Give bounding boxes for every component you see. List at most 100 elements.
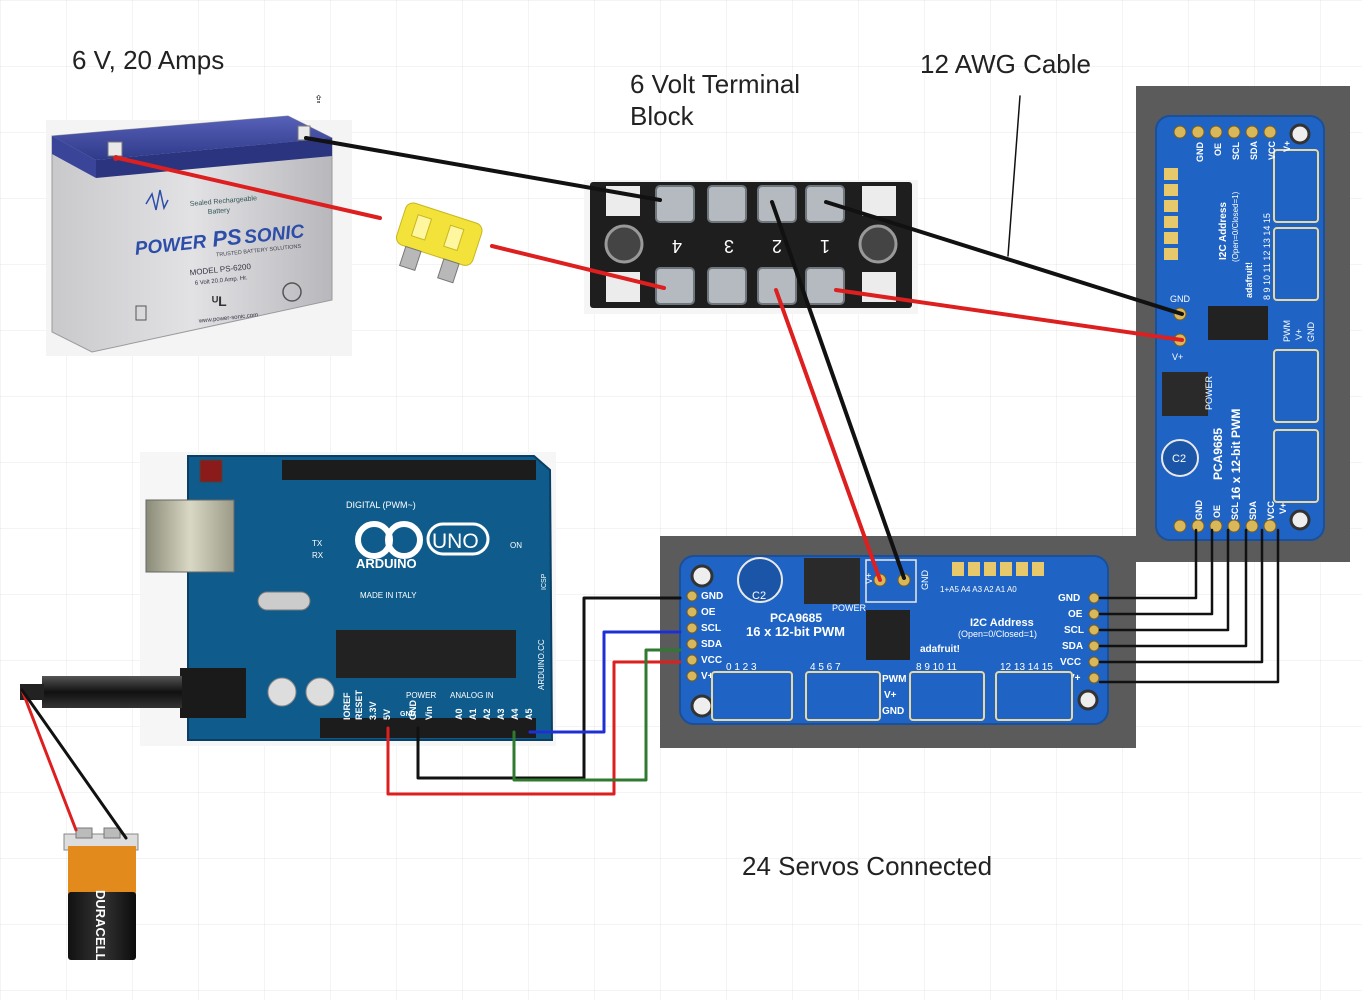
wire-battery-negative: [304, 136, 662, 202]
pwm-right-power-label: POWER: [1204, 375, 1214, 410]
pwm-right-bottom-pin-vcc: VCC: [1266, 500, 1276, 520]
terminal-number-3: 3: [724, 236, 734, 256]
pwm-bottom-row-vplus: V+: [884, 690, 897, 701]
pwm-bottom-bank4: 12 13 14 15: [1000, 662, 1053, 673]
pwm-bottom-bank1: 0 1 2 3: [726, 662, 757, 673]
pwm-bottom-left-pin-vplus: V+: [701, 671, 714, 682]
wire-arduino-sda: [512, 648, 682, 782]
pwm-right-bottom-pin-sda: SDA: [1248, 500, 1258, 520]
arduino-icsp-label: ICSP: [541, 573, 548, 590]
dc-plug: [20, 676, 182, 708]
pwm-right-row-vplus: V+: [1294, 329, 1304, 340]
pwm-bottom-left-pin-sda: SDA: [701, 639, 722, 650]
pwm-bottom-brand: adafruit!: [920, 644, 960, 655]
wire-battery-positive: [116, 156, 382, 220]
battery-word-text: Battery: [208, 207, 231, 216]
battery-brand-mid: PS: [211, 224, 243, 252]
wire-terminal-gnd-bottom: [770, 200, 906, 580]
pwm-right-top-pin-vcc: VCC: [1267, 140, 1277, 160]
pwm-bottom-left-pin-gnd: GND: [701, 591, 723, 602]
wire-chain-oe: [1098, 528, 1214, 616]
pwm-bottom-bank2: 4 5 6 7: [810, 662, 841, 673]
arduino-tx-label: TX: [312, 539, 323, 548]
arduino-pin-a3: A3: [496, 708, 506, 720]
ul-mark: ᵁL: [212, 293, 227, 309]
arduino-uno-label: UNO: [432, 530, 479, 553]
terminal-number-2: 2: [772, 236, 782, 256]
pwm-right-bottom-pin-vplus: V+: [1278, 503, 1288, 514]
nine-volt-battery: DURACELL: [63, 827, 139, 962]
disposal-icon: [135, 305, 147, 321]
pwm-right-brand: adafruit!: [1244, 262, 1254, 298]
arduino-pin-a2: A2: [482, 708, 492, 720]
pwm-bottom-addr-label: 1+A5 A4 A3 A2 A1 A0: [940, 585, 1017, 594]
wire-chain-vplus: [1098, 528, 1280, 684]
arduino-pin-reset: RESET: [354, 689, 364, 720]
pwm-right-top-pin-sda: SDA: [1249, 140, 1259, 160]
pwm-right-i2c-sub: (Open=0/Closed=1): [1231, 191, 1240, 262]
pwm-bottom-left-pin-scl: SCL: [701, 623, 721, 634]
recycle-icon: [282, 282, 302, 302]
arduino-power-label: POWER: [406, 691, 436, 700]
pwm-bottom-left-pin-oe: OE: [701, 607, 716, 618]
pwm-right-vplus-label: V+: [1172, 352, 1183, 362]
pwm-right-top-pin-scl: SCL: [1231, 141, 1241, 160]
arduino-pin-gnd2: GND: [408, 700, 418, 721]
cable-pointer-line: [1007, 95, 1021, 257]
arduino-pin-ioref: IOREF: [342, 692, 352, 720]
servos-label: 24 Servos Connected: [742, 851, 993, 881]
battery-spec-label: 6 V, 20 Amps: [72, 45, 225, 75]
pwm-board-bottom: GND OE SCL SDA VCC V+ GND OE SCL SDA VCC…: [660, 536, 1136, 748]
pwm-right-bank-labels: 8 9 10 11 12 13 14 15: [1262, 213, 1272, 300]
pwm-right-gnd-label: GND: [1170, 294, 1191, 304]
pwm-bottom-right-pin-vcc: VCC: [1060, 657, 1081, 668]
wire-arduino-scl: [528, 630, 682, 734]
pwm-right-row-gnd: GND: [1306, 322, 1316, 343]
arduino-rx-label: RX: [312, 551, 324, 560]
terminal-number-1: 1: [820, 236, 830, 256]
wire-chain-vcc: [1098, 528, 1264, 664]
pwm-bottom-i2c-sub: (Open=0/Closed=1): [958, 629, 1037, 639]
share-icon: ⇪: [314, 94, 323, 106]
pwm-right-row-pwm: PWM: [1282, 320, 1292, 342]
pwm-bottom-right-pin-oe: OE: [1068, 609, 1083, 620]
cable-label: 12 AWG Cable: [920, 49, 1092, 79]
arduino-pin-vin: Vin: [424, 706, 434, 720]
pwm-bottom-i2c-label: I2C Address: [970, 617, 1034, 629]
pwm-right-bottom-pin-scl: SCL: [1230, 501, 1240, 520]
arduino-cc-label: ARDUINO.CC: [537, 639, 546, 690]
wire-terminal-gnd-right: [824, 200, 1184, 316]
wire-terminal-vplus-right: [834, 288, 1184, 342]
blade-fuse: [395, 202, 483, 284]
arduino-analog-label: ANALOG IN: [450, 691, 494, 700]
wires: [20, 95, 1280, 840]
arduino-pin-a5: A5: [524, 708, 534, 720]
pwm-bottom-power-label: POWER: [832, 603, 867, 613]
lead-acid-battery: Sealed Rechargeable Battery POWER PS SON…: [46, 115, 352, 356]
pwm-bottom-right-pin-sda: SDA: [1062, 641, 1083, 652]
pwm-right-top-pin-gnd: GND: [1195, 142, 1205, 163]
wire-arduino-gnd: [416, 596, 682, 780]
arduino-pin-gnd1: GND: [400, 711, 416, 718]
wire-9v-negative: [20, 688, 128, 840]
pwm-bottom-gnd-top: GND: [920, 570, 930, 591]
pwm-bottom-c2-label: C2: [752, 590, 766, 602]
terminal-block-label-line2: Block: [630, 101, 694, 131]
pwm-bottom-row-pwm: PWM: [882, 674, 906, 685]
terminal-number-4: 4: [672, 236, 682, 256]
pwm-right-title: 16 x 12-bit PWM: [1229, 409, 1243, 500]
wire-fuse-to-terminal: [490, 244, 666, 290]
nine-volt-brand: DURACELL: [93, 890, 108, 962]
arduino-digital-label: DIGITAL (PWM~): [346, 500, 416, 510]
arduino-pin-a1: A1: [468, 708, 478, 720]
terminal-block-label-line1: 6 Volt Terminal: [630, 69, 801, 99]
arduino-pin-a0: A0: [454, 708, 464, 720]
arduino-on-label: ON: [510, 541, 522, 550]
pwm-bottom-right-pin-scl: SCL: [1064, 625, 1084, 636]
pwm-bottom-left-pin-vcc: VCC: [701, 655, 722, 666]
wire-chain-gnd: [1098, 528, 1198, 600]
pwm-bottom-bank3: 8 9 10 11: [916, 662, 957, 673]
pwm-bottom-right-pin-vplus: V+: [1068, 673, 1081, 684]
pwm-bottom-vplus-top: V+: [864, 573, 874, 584]
